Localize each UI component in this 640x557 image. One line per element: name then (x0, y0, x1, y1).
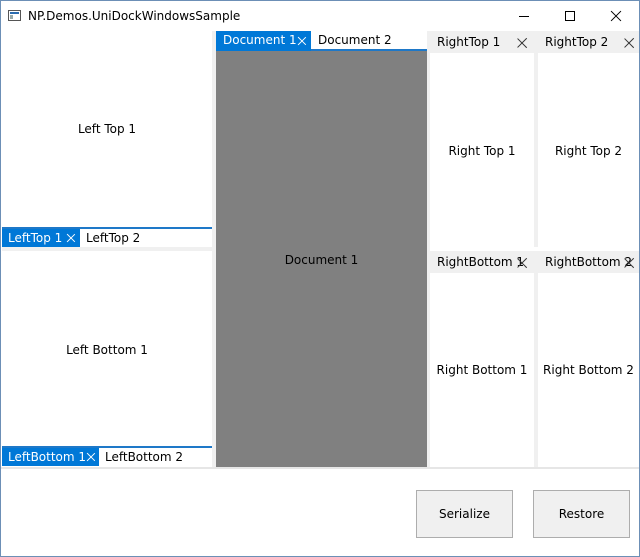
right-bottom-1-text: Right Bottom 1 (436, 363, 528, 377)
right-bottom-2-panel[interactable]: Right Bottom 2 (538, 273, 639, 467)
right-top-1-text: Right Top 1 (448, 144, 516, 158)
right-top-2-header[interactable]: RightTop 2 (538, 31, 639, 53)
splitter-left[interactable] (2, 247, 212, 251)
close-icon[interactable] (67, 234, 75, 242)
tab-lefttop-1[interactable]: LeftTop 1 (2, 229, 80, 247)
maximize-button[interactable] (547, 1, 593, 31)
splitter-left-center[interactable] (212, 31, 216, 467)
right-top-1-panel[interactable]: Right Top 1 (430, 53, 534, 247)
document-tabstrip: Document 1 Document 2 (216, 31, 427, 51)
left-top-panel-text: Left Top 1 (77, 122, 137, 136)
restore-button[interactable]: Restore (533, 490, 630, 538)
tab-label: LeftTop 1 (8, 231, 63, 245)
panel-title: RightTop 1 (437, 35, 501, 49)
left-top-panel[interactable]: Left Top 1 (2, 31, 212, 227)
close-icon (611, 11, 621, 21)
tab-label: Document 1 (223, 33, 297, 47)
tab-label: Document 2 (318, 33, 392, 47)
close-icon[interactable] (624, 258, 633, 267)
right-bottom-2-text: Right Bottom 2 (543, 363, 634, 377)
tab-label: LeftBottom 2 (105, 450, 184, 464)
right-top-1-header[interactable]: RightTop 1 (430, 31, 534, 53)
document-content[interactable]: Document 1 (216, 51, 427, 467)
app-icon (8, 10, 21, 21)
tab-label: LeftBottom 1 (8, 450, 87, 464)
right-bottom-1-header[interactable]: RightBottom 1 (430, 251, 534, 273)
panel-title: RightBottom 2 (545, 255, 633, 269)
close-icon[interactable] (87, 453, 95, 461)
tab-document-1[interactable]: Document 1 (216, 31, 311, 51)
splitter-right[interactable] (430, 247, 639, 251)
tab-leftbottom-1[interactable]: LeftBottom 1 (2, 448, 99, 466)
right-bottom-1-panel[interactable]: Right Bottom 1 (430, 273, 534, 467)
minimize-icon (519, 16, 529, 17)
minimize-button[interactable] (501, 1, 547, 31)
maximize-icon (565, 11, 575, 21)
close-icon[interactable] (517, 258, 526, 267)
tab-document-2[interactable]: Document 2 (311, 31, 427, 49)
tab-lefttop-2[interactable]: LeftTop 2 (80, 229, 170, 247)
left-top-tabstrip: LeftTop 1 LeftTop 2 (2, 227, 212, 247)
right-top-2-text: Right Top 2 (554, 144, 623, 158)
panel-title: RightTop 2 (545, 35, 609, 49)
left-bottom-tabstrip: LeftBottom 1 LeftBottom 2 (2, 446, 212, 466)
close-window-button[interactable] (593, 1, 639, 31)
splitter-center-right[interactable] (427, 31, 430, 467)
right-top-2-panel[interactable]: Right Top 2 (538, 53, 639, 247)
title-bar[interactable]: NP.Demos.UniDockWindowsSample (1, 1, 639, 31)
serialize-button[interactable]: Serialize (416, 490, 513, 538)
left-bottom-panel[interactable]: Left Bottom 1 (2, 251, 212, 447)
right-bottom-2-header[interactable]: RightBottom 2 (538, 251, 639, 273)
bottom-bar (1, 467, 639, 556)
document-content-text: Document 1 (284, 253, 359, 267)
tab-label: LeftTop 2 (86, 231, 141, 245)
close-icon[interactable] (517, 38, 526, 47)
panel-title: RightBottom 1 (437, 255, 525, 269)
close-icon[interactable] (624, 38, 633, 47)
left-bottom-panel-text: Left Bottom 1 (66, 343, 148, 357)
tab-leftbottom-2[interactable]: LeftBottom 2 (99, 448, 209, 466)
window-title: NP.Demos.UniDockWindowsSample (28, 9, 241, 23)
close-icon[interactable] (298, 37, 306, 45)
